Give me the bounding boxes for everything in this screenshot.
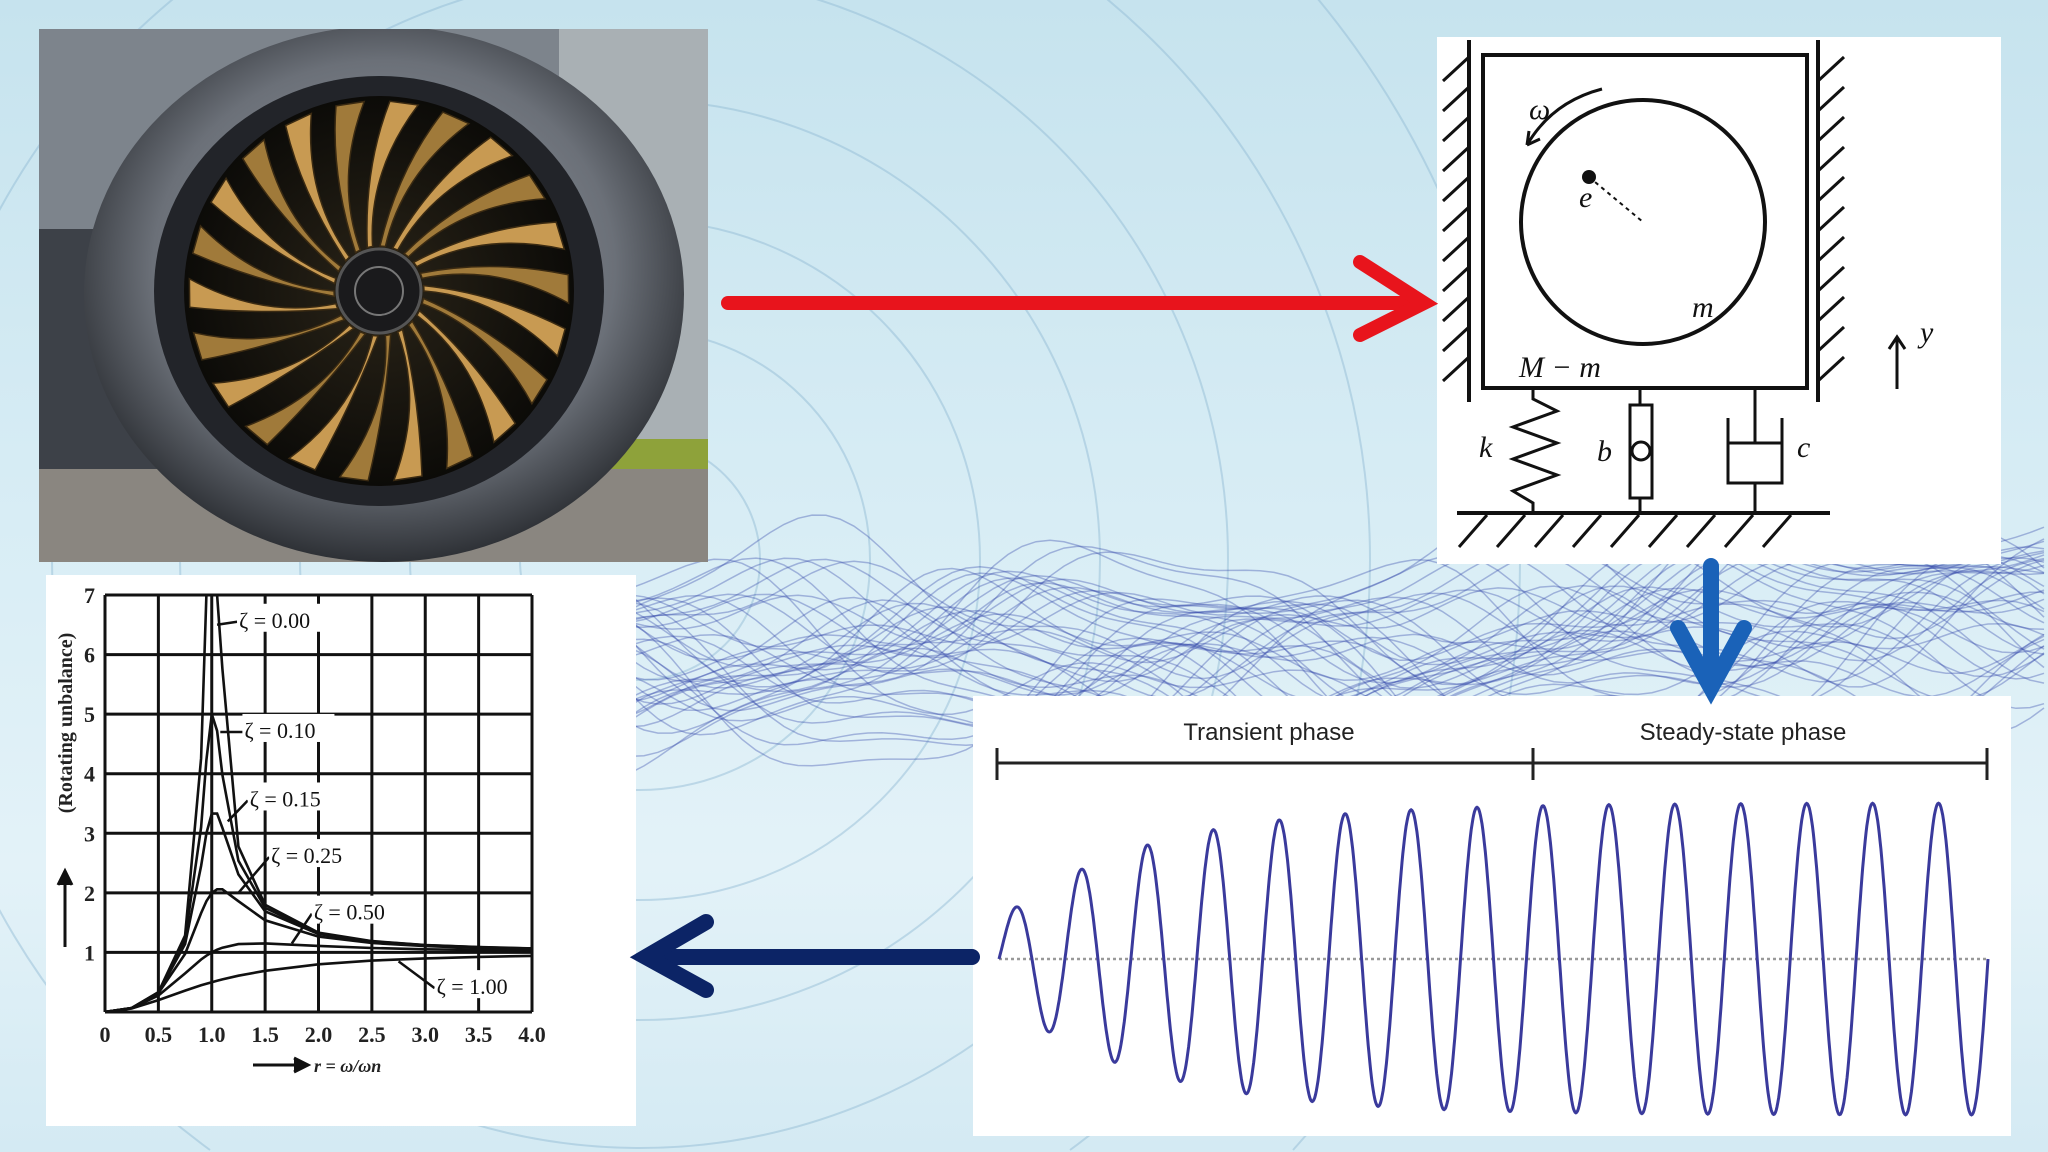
eccentricity-line — [1588, 176, 1644, 223]
series-line-zeta-4 — [105, 942, 532, 1012]
fan-blade — [415, 309, 517, 444]
mass-spring-damper-svg: ω e m M − m k b c y — [1441, 40, 1934, 548]
steady-state-phase-label: Steady-state phase — [1640, 719, 1847, 746]
series-label: ζ = 0.50 — [314, 900, 385, 925]
series-label: ζ = 1.00 — [437, 974, 508, 999]
fan-blade — [211, 324, 356, 408]
series-label-leader — [216, 620, 238, 627]
turbofan-engine-illustration — [39, 29, 708, 562]
fan-blade — [421, 297, 549, 406]
series-label: ζ = 0.00 — [239, 608, 310, 633]
series-label-leader — [237, 856, 271, 894]
rotor-circle — [1519, 98, 1767, 346]
rotating-unbalance-model-diagram: ω e m M − m k b c y — [1437, 37, 2001, 564]
fan-blade — [412, 221, 566, 268]
omega-rotation-arrow — [1525, 87, 1603, 146]
e-label: e — [1579, 181, 1592, 214]
series-label-leader — [397, 960, 436, 990]
spring-k — [1508, 388, 1562, 513]
x-axis-arrow — [253, 1056, 312, 1074]
omega-label: ω — [1529, 93, 1550, 126]
x-tick-label: 3.0 — [412, 1022, 440, 1047]
fan-blade — [284, 112, 351, 262]
y-label: y — [1917, 316, 1934, 349]
fan-blade — [334, 100, 366, 254]
x-tick-label: 1.0 — [198, 1022, 226, 1047]
fan-blade — [407, 320, 474, 470]
x-tick-label: 0 — [100, 1022, 111, 1047]
c-label: c — [1797, 431, 1810, 464]
fan-blade — [188, 277, 339, 313]
fan-blade — [422, 284, 567, 358]
y-tick-label: 6 — [84, 643, 95, 668]
transient-phase-label: Transient phase — [1183, 719, 1354, 746]
y-axis-arrow — [56, 867, 74, 947]
x-tick-label: 2.0 — [305, 1022, 333, 1047]
fan-blade — [209, 176, 337, 285]
series-label-leader — [226, 799, 249, 823]
fan-blade — [241, 138, 343, 273]
series-label: ζ = 0.10 — [244, 718, 315, 743]
fan-blade — [419, 265, 570, 305]
series-label-leader — [290, 912, 313, 945]
x-tick-label: 1.5 — [251, 1022, 279, 1047]
y-axis-label: (Rotating unbalance) — [55, 633, 77, 814]
y-tick-label: 7 — [84, 583, 95, 608]
series-label: ζ = 0.25 — [271, 843, 342, 868]
y-tick-label: 1 — [84, 940, 95, 965]
y-tick-label: 4 — [84, 762, 95, 787]
m-label: m — [1692, 291, 1714, 324]
b-label: b — [1597, 435, 1612, 468]
fan-blade — [191, 224, 336, 298]
y-tick-label: 5 — [84, 702, 95, 727]
y-tick-label: 2 — [84, 881, 95, 906]
vibration-waveform — [997, 801, 1990, 1117]
fan-blade — [392, 328, 423, 482]
fan-blade — [403, 174, 547, 258]
x-tick-label: 4.0 — [518, 1022, 546, 1047]
x-tick-label: 2.5 — [358, 1022, 386, 1047]
series-line-zeta-3 — [105, 888, 532, 1012]
waveform-svg: Transient phase Steady-state phase — [995, 719, 1990, 1117]
x-tick-label: 0.5 — [145, 1022, 173, 1047]
machine-mass-box — [1481, 53, 1809, 390]
x-axis-label: r = ω/ωn — [314, 1056, 381, 1076]
chart-svg: ζ = 0.00 ζ = 0.10 ζ = 0.15 ζ = 0.25 ζ = 0.50… — [55, 583, 546, 1076]
fan-blade — [366, 100, 420, 249]
fan-blade — [287, 334, 380, 471]
fan-blades — [188, 100, 570, 482]
time-response-plot: Transient phase Steady-state phase — [973, 696, 2011, 1136]
series-line-zeta-5 — [105, 954, 532, 1012]
eccentric-mass-dot — [1582, 170, 1596, 184]
x-tick-label: 3.5 — [465, 1022, 493, 1047]
y-tick-label: 3 — [84, 821, 95, 846]
fan-blade — [391, 136, 514, 252]
fan-blade — [338, 333, 392, 482]
series-label: ζ = 0.15 — [250, 786, 321, 811]
M-minus-m-label: M − m — [1518, 351, 1601, 384]
fan-blade — [379, 111, 471, 248]
frequency-response-chart: ζ = 0.00 ζ = 0.10 ζ = 0.15 ζ = 0.25 ζ = 0.50… — [46, 575, 636, 1126]
fan-blade — [192, 314, 346, 361]
fan-blade — [244, 330, 367, 446]
engine-photo — [39, 29, 708, 562]
k-label: k — [1479, 431, 1493, 464]
